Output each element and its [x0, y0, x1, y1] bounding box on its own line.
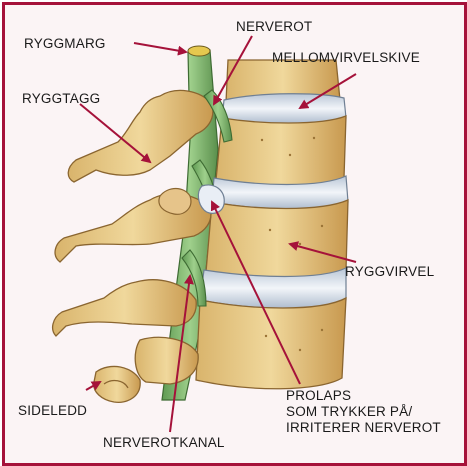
- label-prolaps-line2: SOM TRYKKER PÅ/: [286, 404, 441, 420]
- label-nerverot: NERVEROT: [236, 19, 312, 34]
- label-mellomvirvelskive: MELLOMVIRVELSKIVE: [272, 50, 420, 65]
- label-ryggtagg: RYGGTAGG: [22, 91, 100, 106]
- label-prolaps-line3: IRRITERER NERVEROT: [286, 420, 441, 436]
- arrow-ryggmarg: [134, 43, 186, 52]
- label-ryggmarg: RYGGMARG: [24, 36, 106, 51]
- label-sideledd: SIDELEDD: [18, 403, 87, 418]
- label-ryggvirvel: RYGGVIRVEL: [345, 264, 434, 279]
- label-prolaps: PROLAPS SOM TRYKKER PÅ/ IRRITERER NERVER…: [286, 388, 441, 436]
- label-prolaps-line1: PROLAPS: [286, 388, 441, 404]
- label-nerverotkanal: NERVEROTKANAL: [103, 435, 225, 450]
